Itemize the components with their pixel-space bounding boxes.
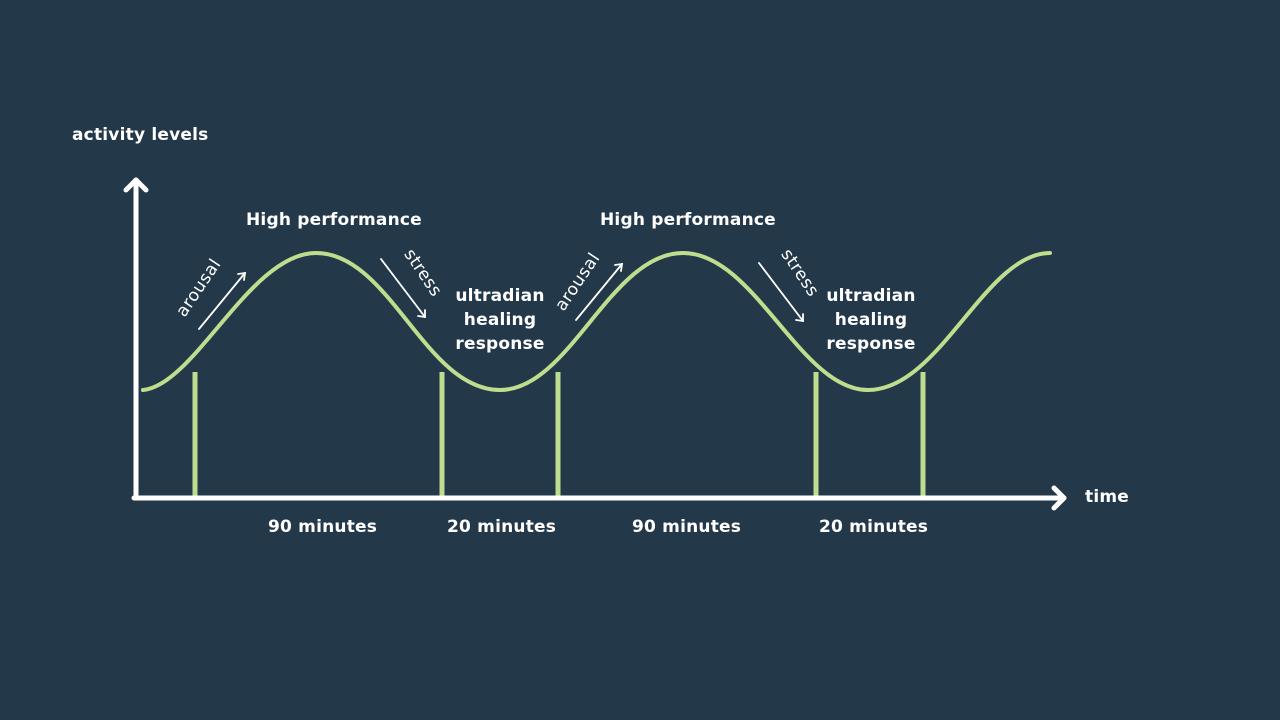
y-axis: [123, 177, 149, 501]
y-axis-arrow-icon: [123, 177, 149, 193]
duration-label: 90 minutes: [268, 517, 378, 537]
peak-label-2: High performance: [600, 210, 776, 230]
stress-arrow-icon: [758, 262, 804, 323]
duration-label: 90 minutes: [632, 517, 742, 537]
stress-arrow-icon: [380, 258, 426, 319]
y-axis-label: activity levels: [72, 125, 209, 145]
x-axis-label: time: [1085, 487, 1129, 507]
trough-label-2: ultradian healing response: [826, 286, 916, 354]
x-axis: [131, 485, 1067, 511]
activity-wave-curve: [141, 250, 1052, 393]
x-axis-arrow-icon: [1051, 485, 1067, 511]
period-markers: [192, 372, 926, 498]
duration-label: 20 minutes: [447, 517, 557, 537]
arousal-arrow-icon: [198, 271, 247, 330]
trough-label-1: ultradian healing response: [455, 286, 545, 354]
peak-label-1: High performance: [246, 210, 422, 230]
arousal-arrow-icon: [575, 262, 624, 321]
duration-label: 20 minutes: [819, 517, 929, 537]
